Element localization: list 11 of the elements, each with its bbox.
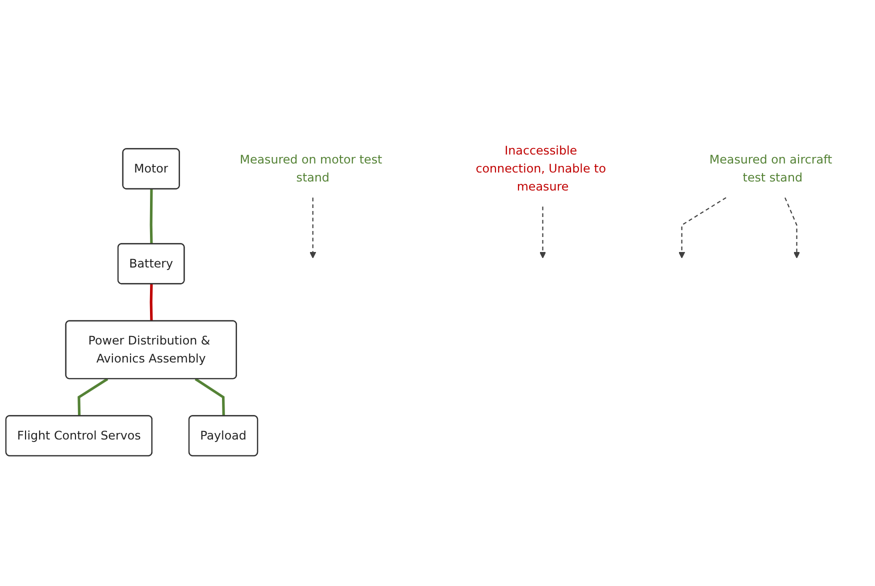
arrow [310,197,316,258]
node-text: Measured on aircraft test stand [709,152,832,184]
node-text: Inaccessible connection, Unable to measure [476,143,606,193]
arrow [784,197,800,258]
connector [78,378,108,416]
arrow [678,196,726,258]
node-text: Measured on motor test stand [240,152,382,184]
arrow [540,206,546,258]
connector [150,188,153,244]
connector [150,284,153,321]
connector [194,378,225,416]
